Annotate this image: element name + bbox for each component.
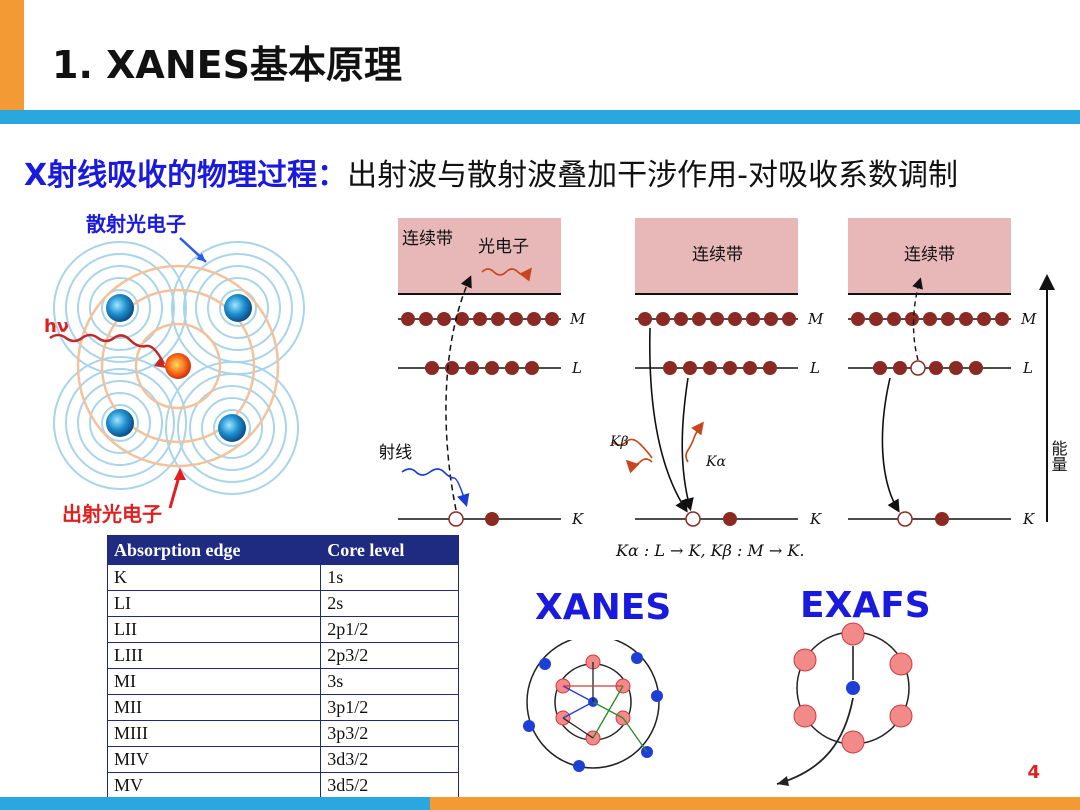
edge-cell: LII (106, 616, 322, 643)
edge-cell: MV (106, 772, 322, 799)
core-level-cell: 3d5/2 (320, 772, 459, 799)
panel2-band-label: 连续带 (692, 245, 743, 265)
core-level-cell: 2p1/2 (320, 616, 459, 643)
core-level-cell: 3s (320, 668, 459, 695)
k-alpha-label: Kα (705, 454, 726, 470)
panel3-band-label: 连续带 (904, 245, 955, 265)
edge-cell: MII (106, 694, 322, 721)
edge-cell: K (106, 564, 322, 591)
subtitle-rest: 出射波与散射波叠加干涉作用-对吸收系数调制 (347, 158, 958, 193)
core-level-cell: 2p3/2 (320, 642, 459, 669)
k-beta-label: Kβ (609, 434, 629, 450)
panel3-level-m: M (1020, 310, 1037, 328)
page-number: 4 (1027, 762, 1040, 783)
header-core-level: Core level (320, 535, 459, 565)
edge-cell: MIII (106, 720, 322, 747)
label-scattered-photoelectron: 散射光电子 (86, 212, 186, 236)
panel2-level-k: K (809, 510, 822, 528)
core-level-cell: 3p1/2 (320, 694, 459, 721)
header-absorption-edge: Absorption edge (106, 535, 322, 565)
panel-3 (848, 218, 1011, 527)
slide-subtitle: X射线吸收的物理过程：出射波与散射波叠加干涉作用-对吸收系数调制 (24, 150, 958, 194)
panel1-photoelectron-label: 光电子 (478, 237, 529, 257)
panel-2 (611, 218, 798, 527)
level-l-label: L (571, 359, 582, 377)
panel3-level-k: K (1022, 510, 1035, 528)
level-m-label: M (569, 310, 586, 328)
panel2-level-l: L (809, 359, 820, 377)
core-level-cell: 3p3/2 (320, 720, 459, 747)
panel1-band-label: 连续带 (402, 229, 453, 249)
core-level-cell: 3d3/2 (320, 746, 459, 773)
title-divider (0, 110, 1080, 124)
edge-cell: MI (106, 668, 322, 695)
subtitle-highlight: X射线吸收的物理过程： (24, 158, 348, 193)
xray-label: X射线 (380, 443, 412, 463)
exafs-scattering-diagram (776, 622, 913, 786)
energy-level-diagram: 连续带 光电子 X射线 M L K 连续带 Kβ Kα M L K (380, 218, 1068, 560)
transition-caption: Kα : L → K, Kβ : M → K. (615, 541, 804, 560)
table-header-row: Absorption edge Core level (106, 535, 459, 565)
edge-cell: LIII (106, 642, 322, 669)
exafs-label: EXAFS (800, 585, 931, 626)
accent-bar-left (0, 0, 24, 110)
panel3-level-l: L (1022, 359, 1033, 377)
xanes-scattering-diagram (523, 640, 663, 772)
core-level-cell: 2s (320, 590, 459, 617)
xanes-label: XANES (535, 587, 672, 628)
core-level-cell: 1s (320, 564, 459, 591)
edge-cell: LI (106, 590, 322, 617)
level-k-label: K (571, 510, 584, 528)
label-outgoing-photoelectron: 出射光电子 (62, 502, 162, 526)
panel2-level-m: M (807, 310, 824, 328)
bottom-bar-orange (430, 797, 1080, 810)
slide-title: 1. XANES基本原理 (52, 43, 402, 87)
panel-1 (398, 218, 561, 527)
scattering-diagram (49, 237, 305, 509)
energy-axis-label: 能量 (1049, 440, 1068, 472)
edge-cell: MIV (106, 746, 322, 773)
